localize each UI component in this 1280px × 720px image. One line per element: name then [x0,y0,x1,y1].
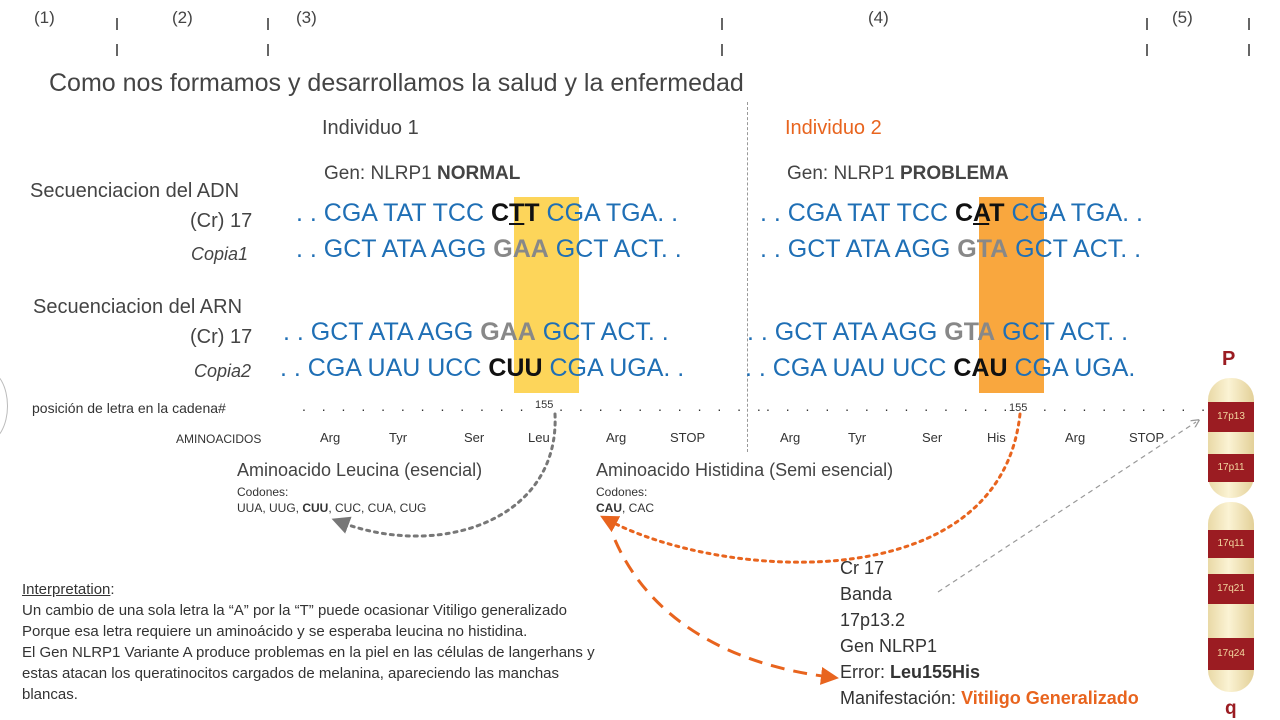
histidina-title: Aminoacido Histidina (Semi esencial) [596,460,894,480]
codon-highlight-2 [979,197,1044,393]
leucina-title: Aminoacido Leucina (esencial) [237,460,483,480]
tick-5b [1248,44,1250,56]
leucina-codones-label: Codones: [237,485,289,499]
interpretation-line: El Gen NLRP1 Variante A produce problema… [22,644,595,661]
position-dots-1: . . . . . . . . . . . . . . . . . . . . … [302,398,767,414]
arn-label: Secuenciacion del ARN [33,296,243,318]
card-error: Error: Leu155His [840,662,981,682]
card-gen: Gen NLRP1 [840,636,938,656]
section-4: (4) [868,8,889,27]
chromosome-band: 17q24 [1208,638,1254,670]
leucina-codones-list: UUA, UUG, CUU, CUC, CUA, CUG [237,501,427,515]
tick-2 [267,18,269,30]
aminoacidos-label: AMINOACIDOS [176,432,262,446]
aa1-5: STOP [670,430,706,445]
rna-seq-1: . . GCT ATA AGG GAA GCT ACT. . [283,318,669,346]
chromosome-p-label: P [1222,348,1236,370]
mrna-seq-1: . . CGA UAU UCC CUU CGA UGA. . [280,354,685,382]
cdna-seq-2: . . GCT ATA AGG GTA GCT ACT. . [760,235,1142,263]
card-manifestacion: Manifestación: Vitiligo Generalizado [840,688,1139,708]
aa1-3: Leu [528,430,550,445]
cdna-seq-1: . . GCT ATA AGG GAA GCT ACT. . [296,235,682,263]
card-banda: Banda [840,584,893,604]
gene-info-card: Cr 17 Banda 17p13.2 Gen NLRP1 Error: Leu… [840,555,1139,711]
arrow-to-card [613,539,839,685]
dna-seq-2: . . CGA TAT TCC CAT CGA TGA. . [760,199,1143,227]
chromosome-band: 17p13 [1208,402,1254,432]
chromosome-band: 17p11 [1208,454,1254,482]
histidina-codones-list: CAU, CAC [596,501,655,515]
copia1-label: Copia1 [191,244,249,264]
section-3: (3) [296,8,317,27]
aa2-2: Ser [922,430,943,445]
aa2-0: Arg [780,430,801,445]
chromosome-band: 17q21 [1208,574,1254,604]
aa2-4: Arg [1065,430,1086,445]
interpretation-line: Un cambio de una sola letra la “A” por l… [22,602,568,619]
position-155-1: 155 [534,399,555,411]
aa2-3: His [987,430,1006,445]
tick-4b [1146,44,1148,56]
individuo-1-label: Individuo 1 [322,117,419,139]
interpretation-line: Porque esa letra requiere un aminoácido … [22,623,528,640]
individuo-2-label: Individuo 2 [785,117,882,139]
tick-1b [116,44,118,56]
chromosome-band: 17q11 [1208,530,1254,558]
aa1-1: Tyr [389,430,408,445]
interpretation-heading: Interpretation: [22,581,115,598]
position-155-2: 155 [1008,402,1029,414]
aa2-1: Tyr [848,430,867,445]
tick-1 [116,18,118,30]
tick-3 [721,18,723,30]
card-band-value: 17p13.2 [840,610,906,630]
cr-label-adn: (Cr) 17 [190,210,253,232]
position-label: posición de letra en la cadena# [32,400,226,416]
aa1-4: Arg [606,430,627,445]
rna-seq-2: . . GCT ATA AGG GTA GCT ACT. . [747,318,1129,346]
gene-2-label: Gen: NLRP1 PROBLEMA [787,163,1009,184]
dna-seq-1: . . CGA TAT TCC CTT CGA TGA. . [296,199,679,227]
tick-3b [721,44,723,56]
interpretation-line: blancas. [22,686,78,703]
edge-circle-decoration [0,370,8,442]
tick-4 [1146,18,1148,30]
adn-label: Secuenciacion del ADN [30,180,240,202]
interpretation-block: Interpretation: Un cambio de una sola le… [22,579,595,705]
dna-codon-1: CTT [490,199,540,227]
aa2-5: STOP [1129,430,1165,445]
section-5: (5) [1172,8,1193,27]
aa1-2: Ser [464,430,485,445]
chromosome-q-label: q [1225,698,1237,719]
page-title: Como nos formamos y desarrollamos la sal… [49,69,744,97]
dna-codon-2: CAT [954,199,1005,227]
tick-2b [267,44,269,56]
position-dots-2: . . . . . . . . . . . . . . . . . . . . … [766,398,1245,414]
aa1-0: Arg [320,430,341,445]
gene-1-label: Gen: NLRP1 NORMAL [324,163,521,184]
section-2: (2) [172,8,193,27]
section-1: (1) [34,8,55,27]
interpretation-line: estas atacan los queratinocitos cargados… [22,665,559,682]
codon-highlight-1 [514,197,579,393]
individual-divider [747,102,748,452]
copia2-label: Copia2 [194,361,252,381]
mrna-seq-2: . . CGA UAU UCC CAU CGA UGA. [745,354,1136,382]
histidina-codones-label: Codones: [596,485,648,499]
tick-5 [1248,18,1250,30]
card-cr: Cr 17 [840,558,885,578]
cr-label-arn: (Cr) 17 [190,326,253,348]
